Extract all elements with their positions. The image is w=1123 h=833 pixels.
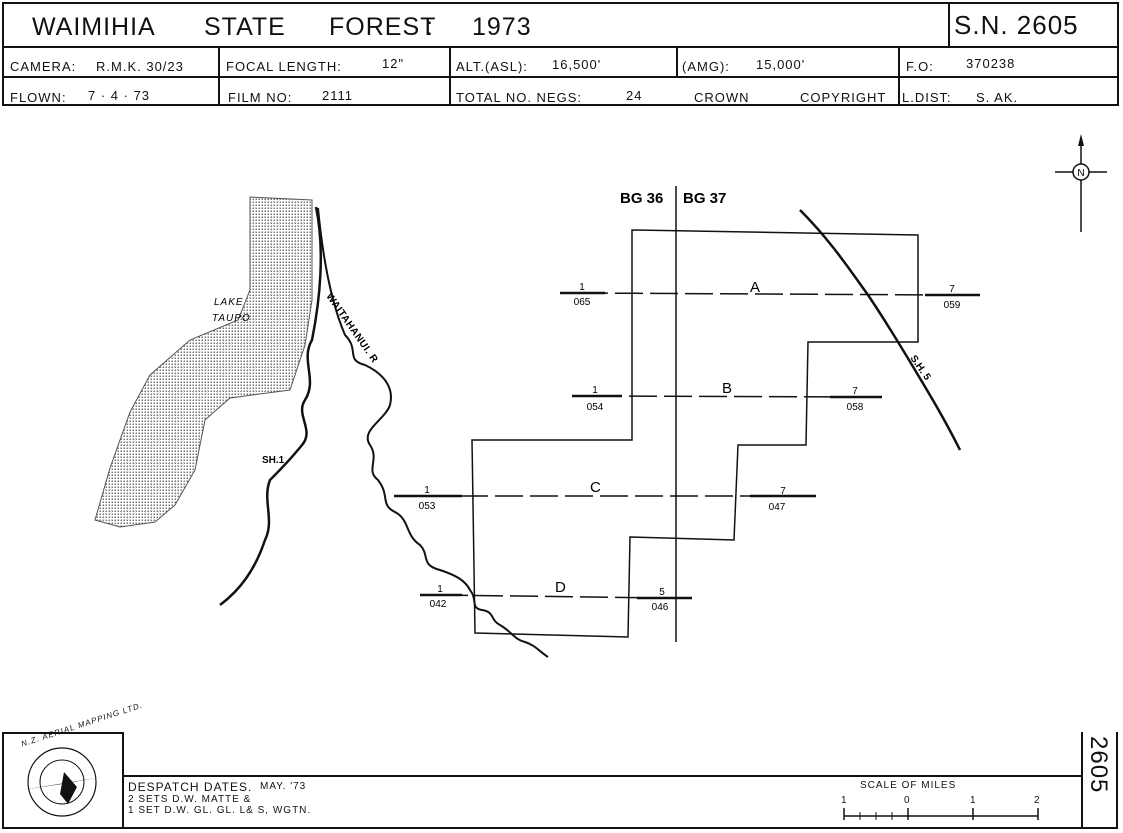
- sh1-label: SH.1: [262, 455, 285, 466]
- title-word: :: [426, 13, 434, 41]
- ldist-label: L.DIST:: [902, 90, 952, 105]
- lake-label-line2: TAUPO: [212, 313, 251, 324]
- sh5-road: [799, 209, 962, 451]
- crown-text: CROWN: [694, 90, 750, 105]
- fo-value: 370238: [966, 56, 1016, 71]
- scale-tick-label: 0: [904, 795, 911, 806]
- run-d-start-bottom: 042: [430, 599, 447, 610]
- header-divider: [4, 46, 1117, 48]
- run-a-letter: A: [750, 279, 760, 296]
- amg-label: (AMG):: [682, 59, 730, 74]
- title-word: FOREST: [329, 13, 437, 41]
- run-c-end-top: 7: [780, 486, 786, 497]
- run-b-start-top: 1: [592, 385, 598, 396]
- grid-left-label: BG 36: [620, 190, 663, 207]
- run-d-end-top: 5: [659, 587, 665, 598]
- focal-label: FOCAL LENGTH:: [226, 59, 342, 74]
- run-d-end-bottom: 046: [652, 602, 669, 613]
- logo-ring-icon: [27, 747, 97, 817]
- run-b-end-bottom: 058: [847, 402, 864, 413]
- header-divider: [948, 4, 950, 46]
- header-divider: [898, 46, 900, 106]
- lake-label-line1: LAKE: [214, 297, 244, 308]
- run-a-start-top: 1: [579, 282, 585, 293]
- run-d-letter: D: [555, 579, 566, 596]
- header-divider: [449, 46, 451, 106]
- amg-value: 15,000': [756, 57, 806, 72]
- logo-globe-icon: [39, 759, 85, 805]
- scale-tick-label: 2: [1034, 795, 1041, 806]
- run-c-end-bottom: 047: [769, 502, 786, 513]
- river-label: WAITAHANUI. R: [324, 291, 380, 365]
- title-word: STATE: [204, 13, 286, 41]
- run-b-end-top: 7: [852, 386, 858, 397]
- despatch-line-1: 2 SETS D.W. MATTE &: [128, 794, 252, 805]
- camera-label: CAMERA:: [10, 59, 77, 74]
- waitahanui-river: [317, 207, 549, 658]
- run-d-line: [439, 594, 666, 599]
- camera-value: R.M.K. 30/23: [96, 59, 184, 74]
- scale-tick-label: 1: [841, 795, 848, 806]
- sh1-road: [219, 206, 323, 606]
- negs-value: 24: [626, 88, 643, 103]
- negs-label: TOTAL NO. NEGS:: [456, 90, 583, 105]
- flown-value: 7 · 4 · 73: [88, 88, 151, 103]
- film-value: 2111: [322, 88, 353, 103]
- grid-right-label: BG 37: [683, 190, 726, 207]
- run-b-line: [593, 395, 857, 398]
- footer: N.Z. AERIAL MAPPING LTD. DESPATCH DATES.…: [2, 701, 1119, 830]
- run-d-start-top: 1: [437, 584, 443, 595]
- title-year: 1973: [472, 13, 532, 41]
- alt-label: ALT.(ASL):: [456, 59, 528, 74]
- run-b-letter: B: [722, 380, 732, 397]
- run-b-start-bottom: 054: [587, 402, 604, 413]
- ldist-value: S. AK.: [976, 90, 1019, 105]
- scale-tick-label: 1: [970, 795, 977, 806]
- run-a-end-bottom: 059: [944, 300, 961, 311]
- north-label: N: [1077, 168, 1084, 179]
- despatch-date: MAY. '73: [260, 781, 307, 792]
- title-word: WAIMIHIA: [32, 13, 156, 41]
- run-a-start-bottom: 065: [574, 297, 591, 308]
- forest-boundary: [471, 229, 919, 638]
- logo-nz-icon: [60, 772, 77, 804]
- sn-number: S.N. 2605: [954, 10, 1079, 40]
- header-divider: [218, 46, 220, 106]
- header-divider: [4, 76, 1117, 78]
- focal-value: 12": [382, 56, 405, 71]
- north-arrow-circle: [1072, 163, 1090, 181]
- run-c-letter: C: [590, 479, 601, 496]
- north-arrow-head: [1078, 134, 1084, 146]
- footer-frame: [2, 732, 1118, 829]
- scale-title: SCALE OF MILES: [860, 780, 957, 791]
- run-a-line: [579, 292, 951, 296]
- run-c-start-top: 1: [424, 485, 430, 496]
- run-a-end-top: 7: [949, 284, 955, 295]
- side-number: 2605: [1085, 736, 1112, 794]
- run-c-start-bottom: 053: [419, 501, 436, 512]
- alt-value: 16,500': [552, 57, 602, 72]
- fo-label: F.O:: [906, 59, 934, 74]
- header-frame: WAIMIHIA STATE FOREST : 1973 S.N. 2605 C…: [2, 2, 1119, 106]
- lake-taupo-shape: [94, 196, 313, 528]
- flown-label: FLOWN:: [10, 90, 67, 105]
- film-label: FILM NO:: [228, 90, 293, 105]
- copyright-text: COPYRIGHT: [800, 90, 887, 105]
- despatch-line-2: 1 SET D.W. GL. GL. L& S, WGTN.: [128, 805, 312, 816]
- despatch-label: DESPATCH DATES.: [128, 780, 253, 794]
- header-divider: [676, 46, 678, 78]
